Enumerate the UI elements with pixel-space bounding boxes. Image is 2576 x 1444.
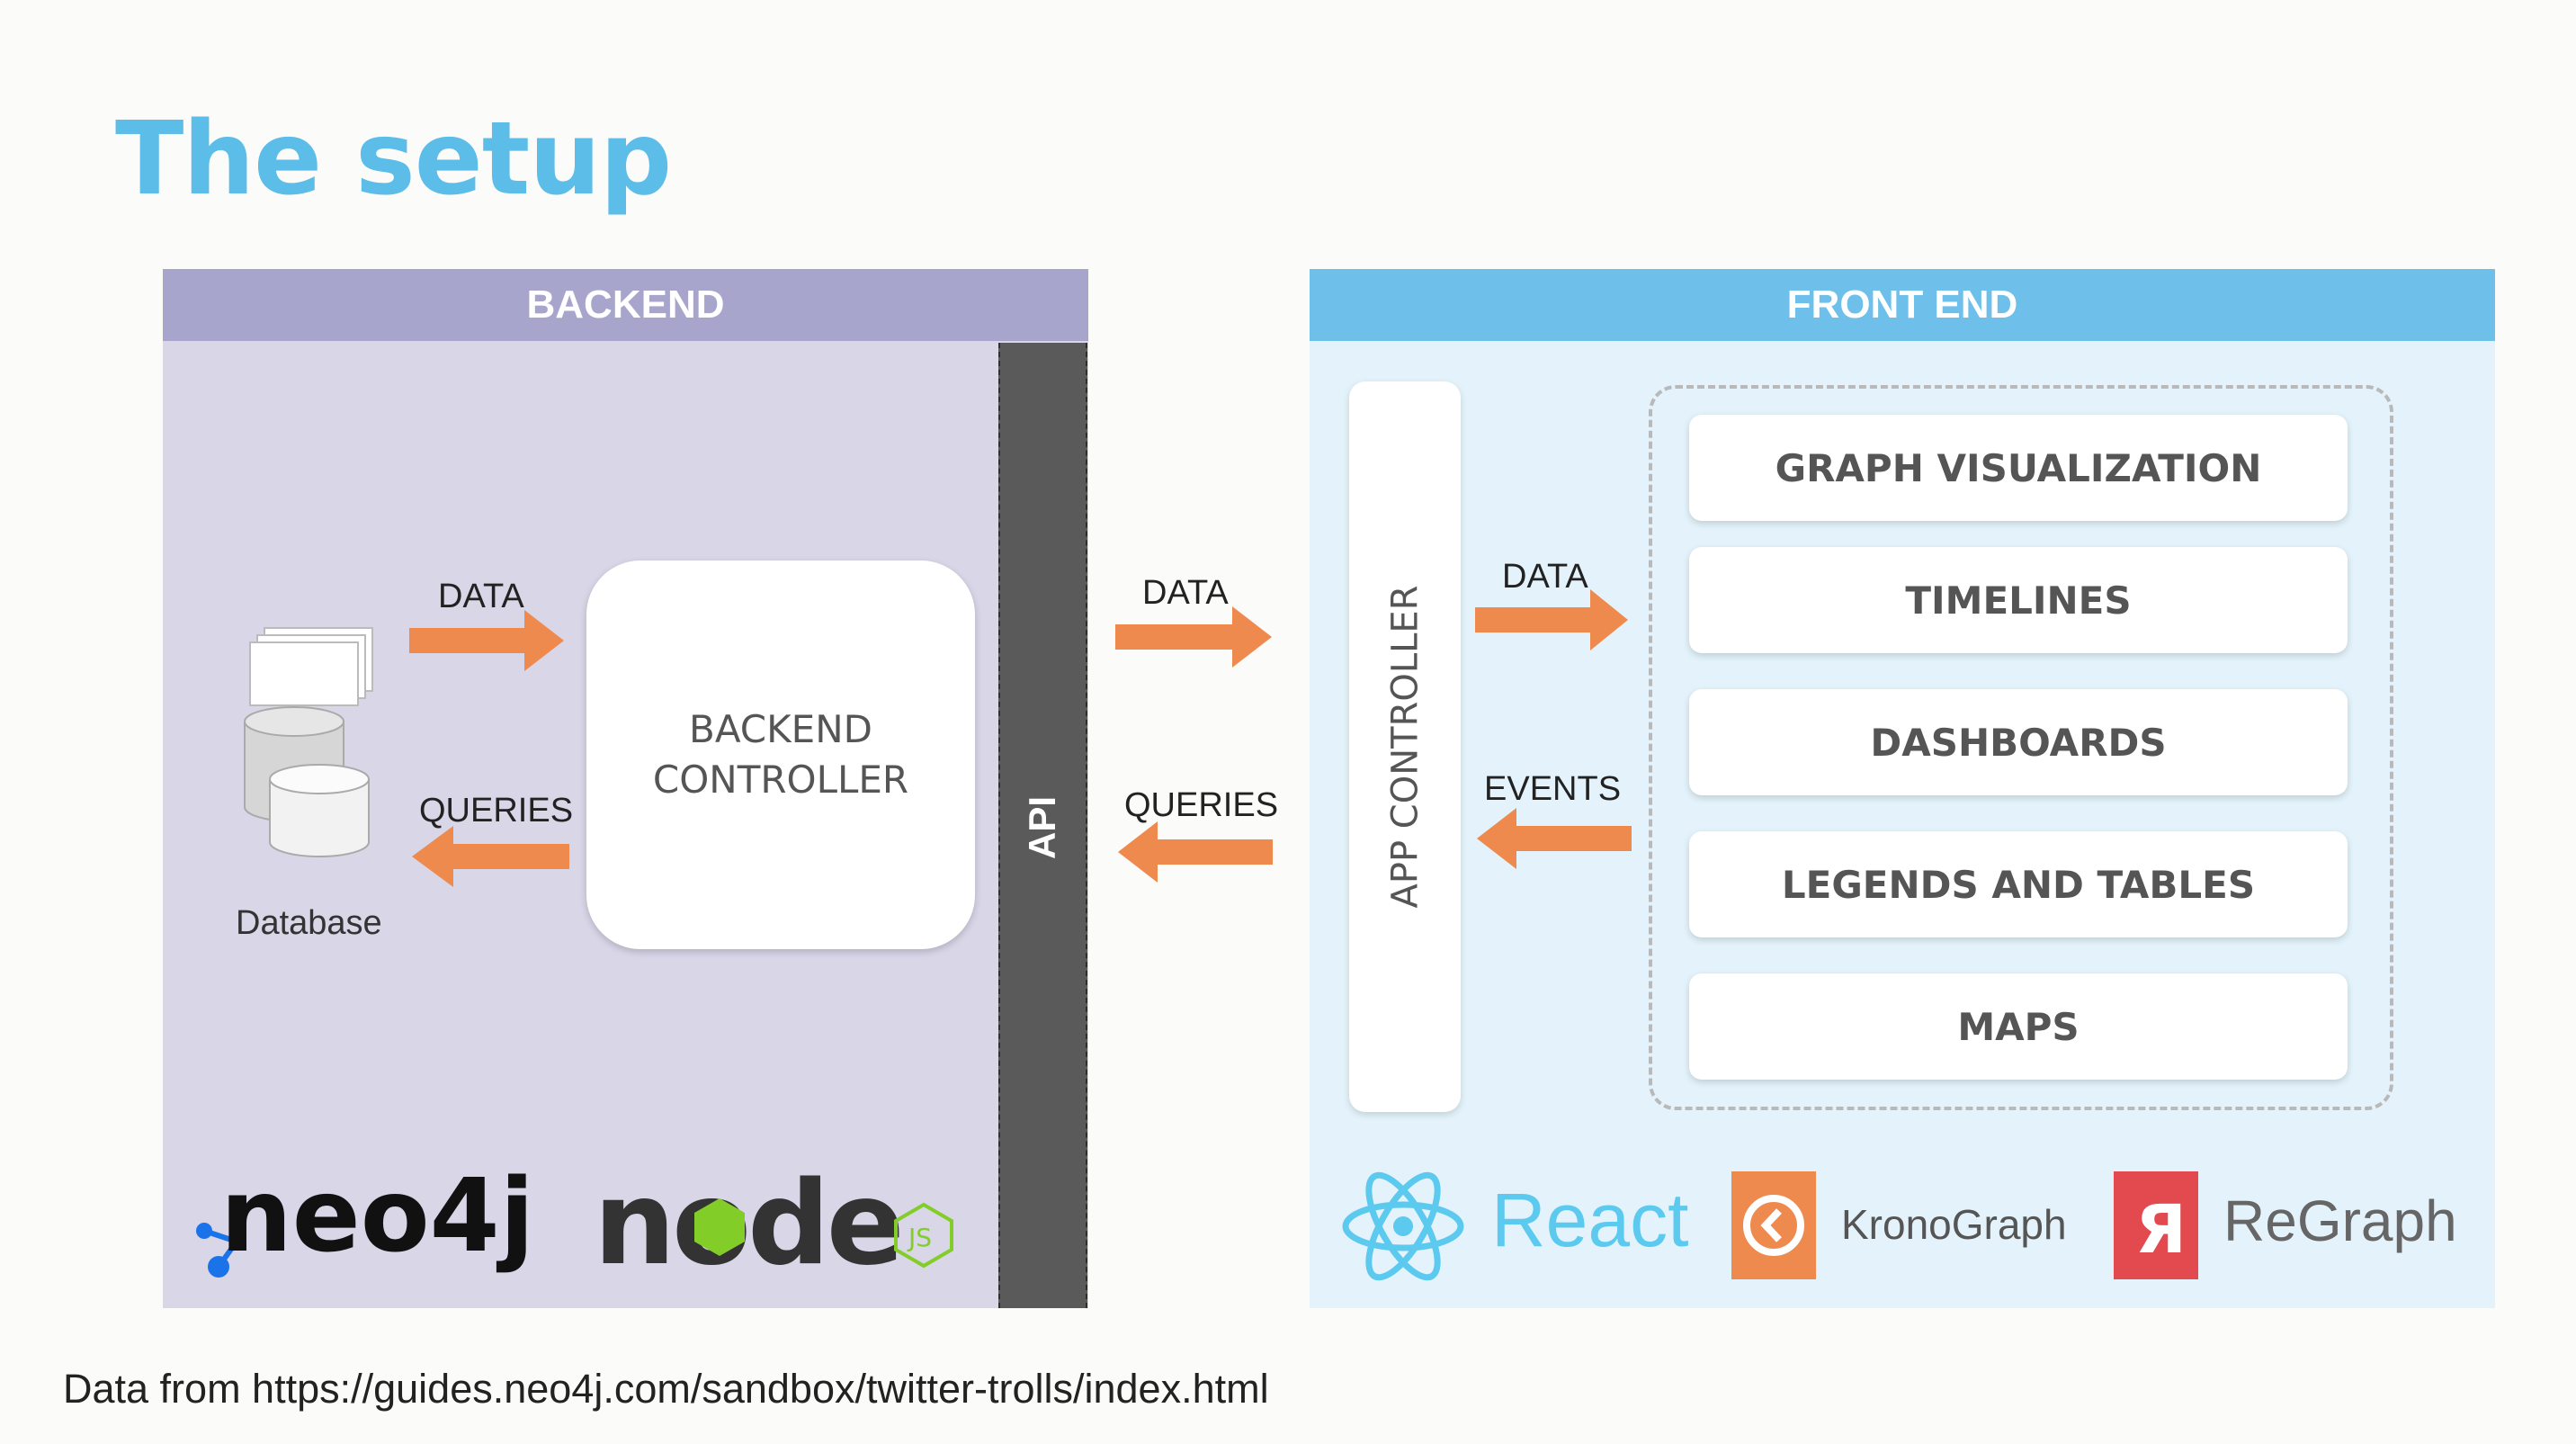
arrow-left-icon: [412, 826, 569, 887]
backend-header: BACKEND: [163, 269, 1088, 341]
module-graph-visualization: GRAPH VISUALIZATION: [1689, 415, 2348, 521]
arrow-right-icon: [1475, 589, 1628, 650]
module-maps: MAPS: [1689, 973, 2348, 1080]
frontend-events-label: EVENTS: [1484, 770, 1622, 808]
database-icon: [244, 627, 373, 857]
api-bar: [998, 343, 1087, 1308]
database-label: Database: [236, 904, 382, 942]
js-hexagon-icon: JS: [894, 1202, 953, 1269]
svg-text:Я: Я: [2135, 1191, 2187, 1269]
module-legends-and-tables: LEGENDS AND TABLES: [1689, 831, 2348, 937]
footer-source-text: Data from https://guides.neo4j.com/sandb…: [63, 1366, 1269, 1412]
backend-controller: BACKEND CONTROLLER: [586, 561, 975, 949]
backend-data-label: DATA: [438, 578, 524, 615]
frontend-module-group: [1649, 385, 2393, 1110]
neo4j-logo: neo4j: [196, 1161, 534, 1278]
link-queries-label: QUERIES: [1124, 786, 1279, 824]
regraph-logo-text: ReGraph: [2223, 1188, 2457, 1253]
module-timelines: TIMELINES: [1689, 547, 2348, 653]
frontend-header: FRONT END: [1310, 269, 2495, 341]
svg-text:JS: JS: [907, 1223, 932, 1252]
arrow-right-icon: [409, 610, 564, 671]
svg-text:neo4j: neo4j: [220, 1161, 534, 1275]
kronograph-logo-text: KronoGraph: [1841, 1201, 2067, 1248]
arrow-left-icon: [1118, 821, 1273, 883]
link-data-label: DATA: [1142, 574, 1229, 612]
regraph-logo-icon: Я: [2114, 1171, 2198, 1279]
react-logo-icon: [1342, 1171, 1464, 1281]
api-label: API: [1021, 795, 1064, 860]
react-logo-text: React: [1491, 1178, 1689, 1262]
app-controller: APP CONTROLLER: [1349, 381, 1461, 1112]
slide-title: The setup: [115, 101, 672, 218]
arrow-left-icon: [1477, 808, 1632, 869]
svg-text:node: node: [594, 1170, 901, 1278]
arrow-right-icon: [1115, 606, 1272, 668]
backend-queries-label: QUERIES: [419, 792, 574, 830]
kronograph-logo-icon: [1731, 1171, 1816, 1279]
node-logo: node: [594, 1170, 905, 1278]
module-dashboards: DASHBOARDS: [1689, 689, 2348, 795]
frontend-data-label: DATA: [1502, 558, 1588, 596]
